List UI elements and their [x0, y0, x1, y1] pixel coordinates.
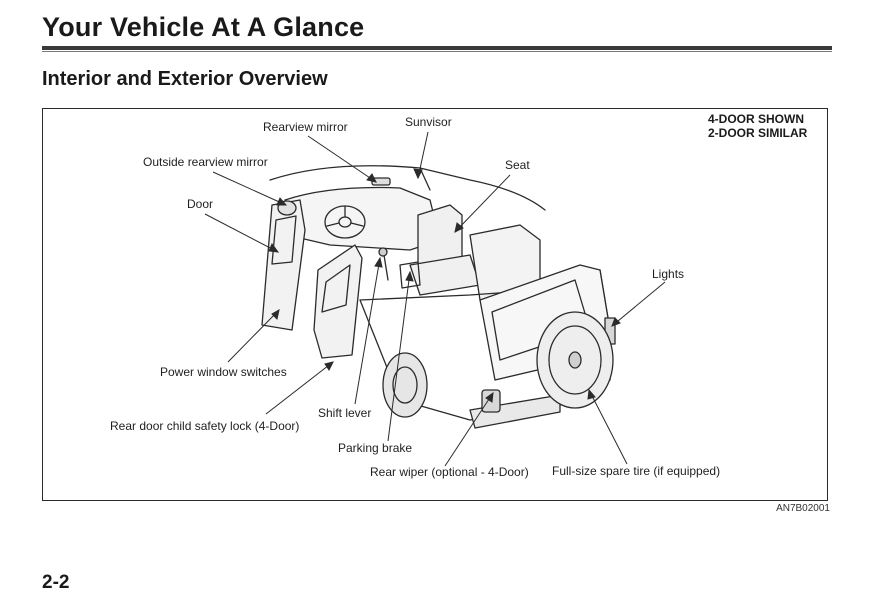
- section-title: Interior and Exterior Overview: [42, 68, 328, 90]
- label-rearview-mirror: Rearview mirror: [263, 120, 348, 134]
- label-shift-lever: Shift lever: [318, 406, 372, 420]
- label-parking-brake: Parking brake: [338, 441, 413, 455]
- page-number: 2-2: [42, 572, 70, 593]
- title-rule: [42, 46, 832, 52]
- label-door: Door: [187, 197, 214, 211]
- label-child-safety-lock: Rear door child safety lock (4-Door): [110, 419, 300, 433]
- figure-note: 4-DOOR SHOWN 2-DOOR SIMILAR: [708, 112, 807, 140]
- page-title: Your Vehicle At A Glance: [42, 12, 365, 42]
- label-outside-mirror: Outside rearview mirror: [143, 155, 268, 169]
- figure-id: AN7B02001: [776, 503, 830, 514]
- label-spare-tire: Full-size spare tire (if equipped): [552, 464, 721, 478]
- label-power-window-switches: Power window switches: [160, 365, 287, 379]
- label-lights: Lights: [652, 267, 685, 281]
- label-seat: Seat: [505, 158, 530, 172]
- label-rear-wiper: Rear wiper (optional - 4-Door): [370, 465, 529, 479]
- note-line-4door: 4-DOOR SHOWN: [708, 112, 804, 126]
- label-sunvisor: Sunvisor: [405, 115, 452, 129]
- note-line-2door: 2-DOOR SIMILAR: [708, 126, 808, 140]
- figure-frame: [42, 108, 828, 501]
